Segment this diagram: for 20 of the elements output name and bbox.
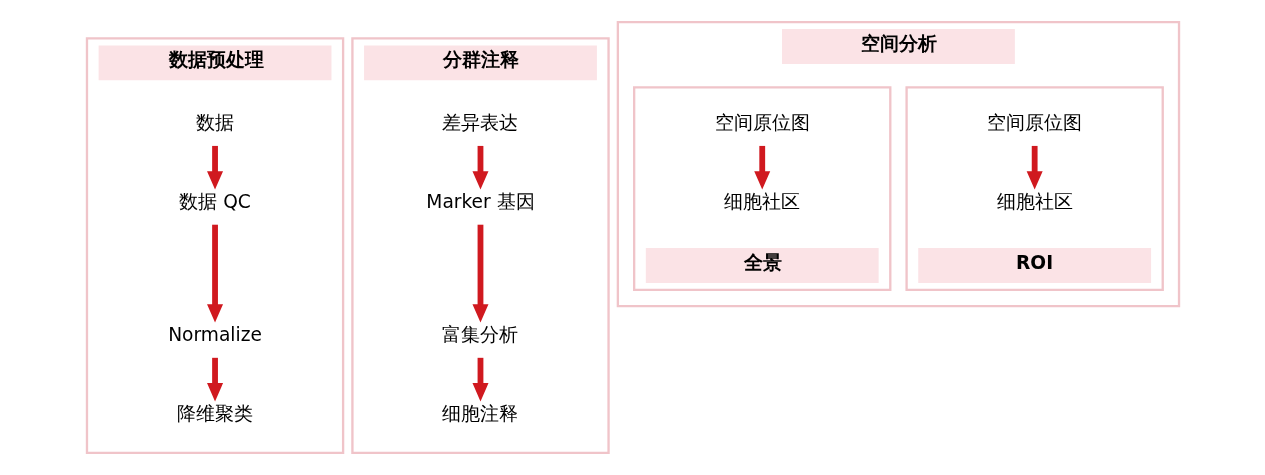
arrow (206, 145, 223, 190)
node-text: 降维聚类 (176, 403, 253, 425)
node-text: Normalize (167, 323, 262, 345)
node-text: 细胞社区 (996, 191, 1073, 213)
arrow (1026, 145, 1043, 190)
node-text: 富集分析 (441, 323, 518, 345)
node-text: 细胞注释 (441, 403, 518, 425)
arrow (471, 145, 488, 190)
arrow (471, 357, 488, 402)
node-text: Marker 基因 (425, 191, 535, 213)
arrow (206, 357, 223, 402)
node-text: 空间原位图 (986, 111, 1082, 133)
node-text: 空间原位图 (714, 111, 810, 133)
arrow (753, 145, 770, 190)
arrow (206, 224, 223, 323)
node-text: 数据 (195, 111, 234, 133)
arrow (471, 224, 488, 323)
node-text: 数据 QC (178, 191, 251, 213)
node-text: 差异表达 (441, 111, 518, 133)
node-text: 细胞社区 (723, 191, 800, 213)
